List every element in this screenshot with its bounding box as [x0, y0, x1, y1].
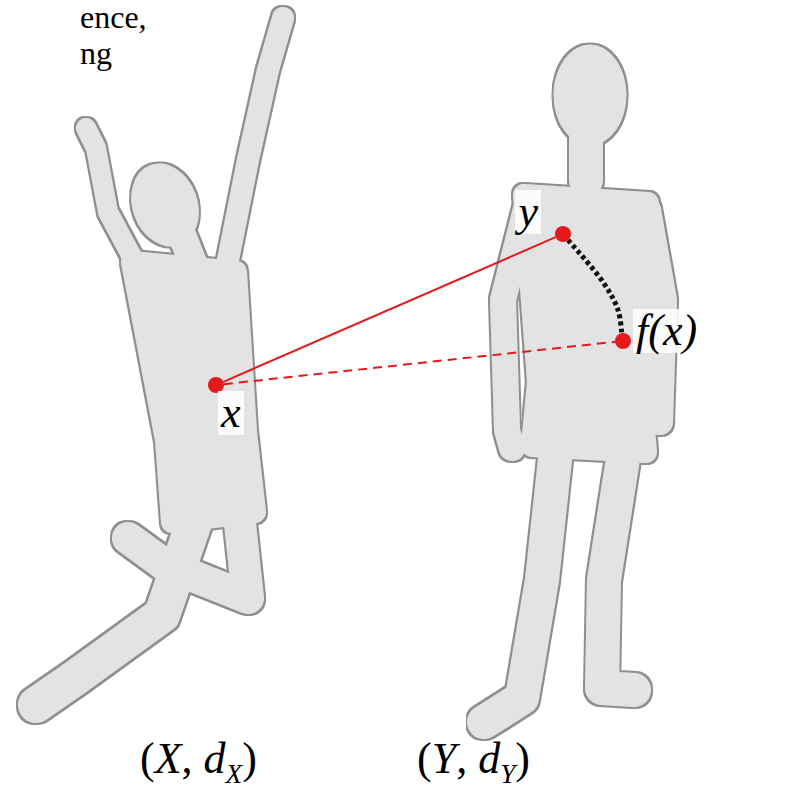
torso	[132, 262, 255, 522]
cut-text: ng	[80, 36, 112, 71]
torso	[524, 195, 648, 452]
raised-arm	[86, 128, 138, 268]
space-label: (X, dX)	[140, 735, 257, 789]
head	[121, 155, 210, 256]
head	[554, 45, 626, 145]
cut-text: ence,	[80, 0, 147, 35]
standing-child	[484, 45, 664, 722]
point-label: x	[218, 391, 244, 435]
point-marker: y	[555, 226, 571, 242]
point-label: y	[515, 190, 541, 234]
neck	[569, 140, 603, 180]
point-label: f(x)	[633, 309, 700, 353]
leg	[602, 452, 634, 690]
correspondence-line	[223, 237, 555, 382]
point-marker: x	[208, 377, 224, 393]
correspondence-line	[224, 342, 615, 384]
raised-arm	[225, 18, 283, 275]
leg	[484, 450, 556, 722]
space-label: (Y, dY)	[417, 735, 530, 789]
jumping-child	[36, 18, 283, 705]
geodesic-curve	[568, 240, 622, 333]
point-marker: f(x)	[615, 333, 631, 349]
